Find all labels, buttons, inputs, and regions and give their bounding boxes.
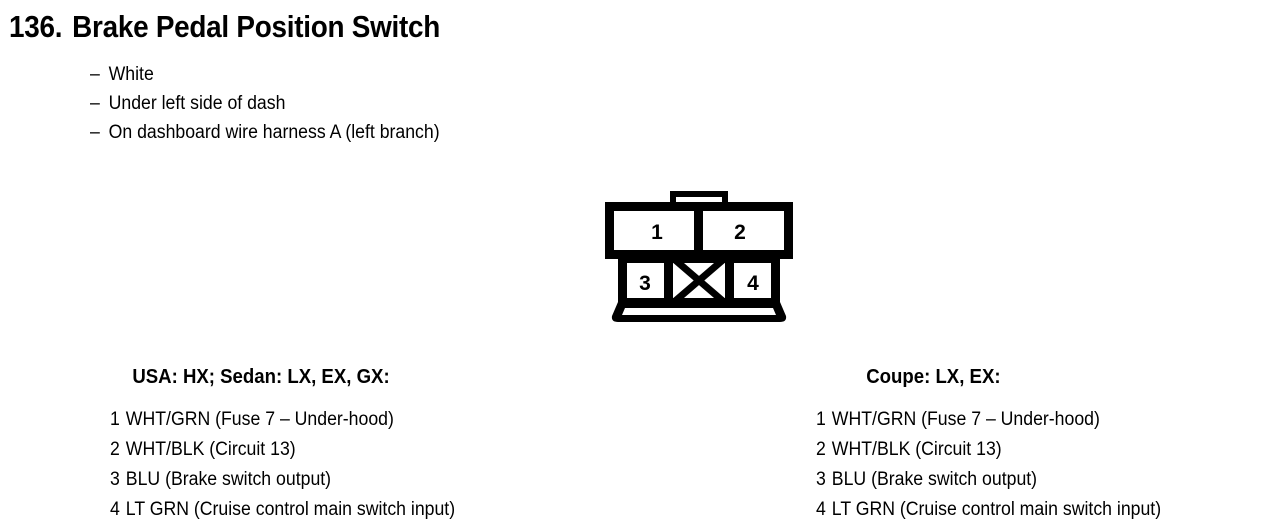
pin-description: WHT/BLK (Circuit 13) (125, 439, 296, 460)
pin-number: 3 (110, 469, 120, 490)
pin-description: LT GRN (Cruise control main switch input… (831, 499, 1162, 520)
page-title-text: Brake Pedal Position Switch (72, 9, 441, 44)
connector-diagram: 1 2 3 4 (600, 188, 804, 328)
pin-description: BLU (Brake switch output) (125, 469, 332, 490)
list-item: –White (90, 60, 440, 89)
list-item: –Under left side of dash (90, 89, 440, 118)
pin-number: 2 (110, 439, 120, 460)
attribute-list: –White –Under left side of dash –On dash… (90, 60, 440, 147)
pin-column-heading: Coupe: LX, EX: (866, 366, 1001, 388)
page-title-number: 136. (9, 9, 63, 44)
pin-number: 1 (110, 409, 120, 430)
pin-number: 4 (816, 499, 826, 520)
dash-bullet-icon: – (90, 122, 100, 143)
pin-description: WHT/BLK (Circuit 13) (831, 439, 1002, 460)
connector-upper-body (605, 202, 793, 259)
connector-bottom-lip (611, 302, 787, 322)
cavity-label-2: 2 (734, 221, 746, 244)
list-item: –On dashboard wire harness A (left branc… (90, 118, 440, 147)
connector-lower-body (618, 254, 780, 307)
page-title: 136. Brake Pedal Position Switch (9, 8, 440, 46)
connector-lower-divider-right (725, 254, 734, 307)
pin-description: WHT/GRN (Fuse 7 – Under-hood) (125, 409, 394, 430)
pin-description: LT GRN (Cruise control main switch input… (125, 499, 456, 520)
connector-lower-divider-left (664, 254, 673, 307)
pin-number: 3 (816, 469, 826, 490)
dash-bullet-icon: – (90, 93, 100, 114)
connector-latch-tab-icon (670, 191, 728, 207)
cavity-label-1: 1 (651, 221, 663, 244)
connector-upper-divider (694, 202, 703, 259)
pin-column-heading: USA: HX; Sedan: LX, EX, GX: (132, 366, 390, 388)
pin-number: 2 (816, 439, 826, 460)
list-item-label: Under left side of dash (108, 93, 286, 114)
dash-bullet-icon: – (90, 64, 100, 85)
cavity-label-4: 4 (747, 272, 759, 295)
list-item-label: On dashboard wire harness A (left branch… (108, 122, 440, 143)
cavity-label-3: 3 (639, 272, 651, 295)
blocked-cavity-x-icon (671, 256, 727, 305)
connector-drawing: 1 2 3 4 (605, 191, 793, 322)
pin-description: BLU (Brake switch output) (831, 469, 1038, 490)
pin-number: 4 (110, 499, 120, 520)
pin-number: 1 (816, 409, 826, 430)
list-item-label: White (108, 64, 154, 85)
pin-description: WHT/GRN (Fuse 7 – Under-hood) (831, 409, 1100, 430)
